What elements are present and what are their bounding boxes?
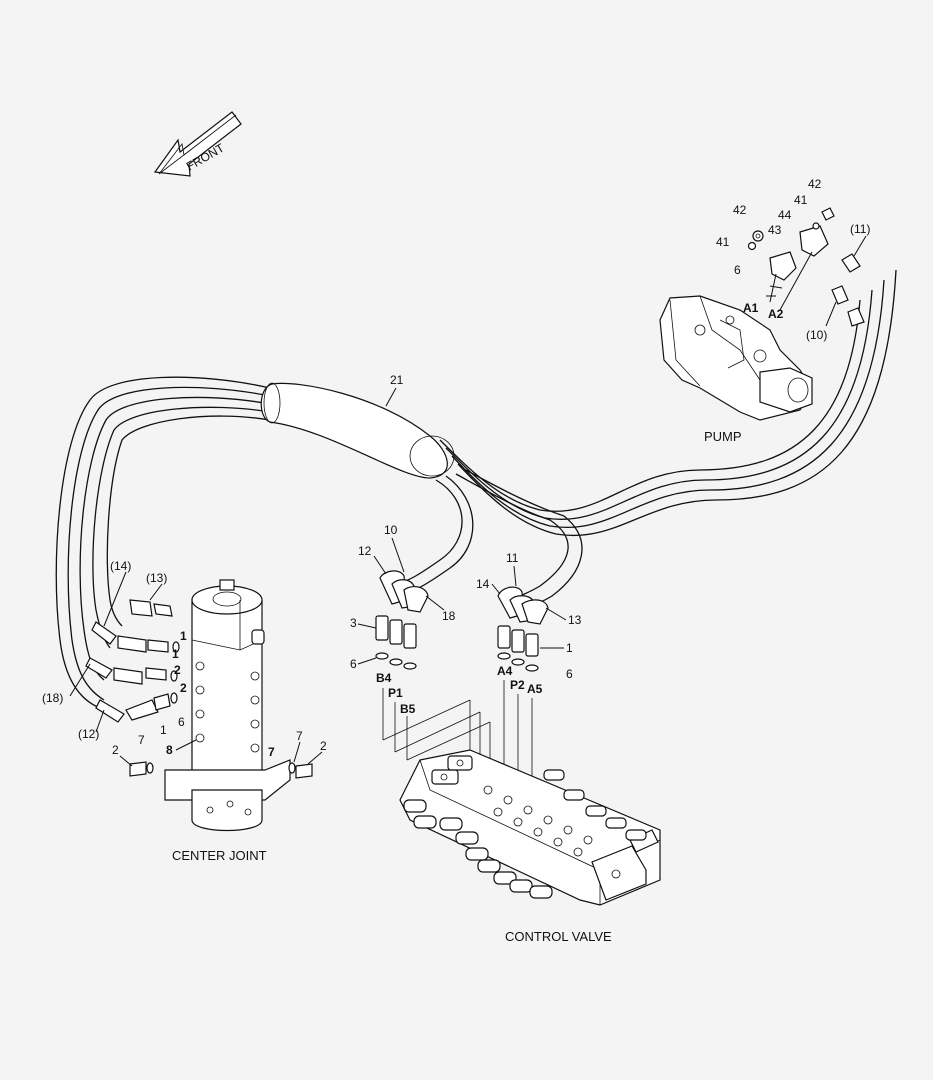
center-joint (164, 579, 291, 832)
callout-41-a: 41 (716, 235, 730, 249)
control-valve (399, 749, 661, 906)
port-A1: A1 (743, 301, 759, 315)
callout-cj-2c: 2 (112, 743, 119, 757)
callout-cj-2a: 2 (174, 663, 181, 677)
fittings-left (375, 570, 429, 670)
valve-spools (403, 769, 647, 899)
callout-13: 13 (568, 613, 582, 627)
callout-cj-2d: 2 (320, 739, 327, 753)
callout-10: 10 (384, 523, 398, 537)
callout-41-b: 41 (794, 193, 808, 207)
callout-6-pump: 6 (734, 263, 741, 277)
callout-14: 14 (476, 577, 490, 591)
callout-cj-12: (12) (78, 727, 99, 741)
pump-fittings (747, 207, 865, 327)
callout-43: 43 (768, 223, 782, 237)
callout-1-right: 1 (566, 641, 573, 655)
port-B4: B4 (376, 671, 392, 685)
callout-42-a: 42 (733, 203, 747, 217)
port-A5: A5 (527, 682, 543, 696)
callout-11: 11 (506, 551, 519, 565)
callout-cj-1a: 1 (180, 629, 187, 643)
callout-6-left: 6 (350, 657, 357, 671)
callout-10-pump: (10) (806, 328, 827, 342)
callout-cj-14: (14) (110, 559, 131, 573)
port-A2: A2 (768, 307, 784, 321)
callout-42-b: 42 (808, 177, 822, 191)
callout-cj-7c: 7 (296, 729, 303, 743)
callout-cj-6: 6 (178, 715, 185, 729)
fittings-right (497, 586, 549, 672)
port-P1: P1 (388, 686, 403, 700)
callout-cj-7a: 7 (138, 733, 145, 747)
pump (659, 295, 813, 421)
callout-cj-1c: 1 (160, 723, 167, 737)
valve-ports (483, 785, 593, 857)
control-valve-label: CONTROL VALVE (505, 929, 612, 944)
callout-cj-8: 8 (166, 743, 173, 757)
callout-6-right: 6 (566, 667, 573, 681)
center-joint-fittings (85, 599, 313, 779)
port-B5: B5 (400, 702, 416, 716)
callout-11-pump: (11) (850, 222, 870, 236)
port-A4: A4 (497, 664, 513, 678)
callout-cj-18: (18) (42, 691, 63, 705)
callout-12: 12 (358, 544, 372, 558)
callout-cj-1b: 1 (172, 647, 179, 661)
callout-18: 18 (442, 609, 456, 623)
callout-cj-13: (13) (146, 571, 167, 585)
callout-cj-2b: 2 (180, 681, 187, 695)
port-P2: P2 (510, 678, 525, 692)
hose-bundle (55, 269, 897, 709)
callout-cj-7b: 7 (268, 745, 275, 759)
center-joint-label: CENTER JOINT (172, 848, 267, 863)
pump-label: PUMP (704, 429, 742, 444)
callout-21: 21 (390, 373, 404, 387)
callout-3: 3 (350, 616, 357, 630)
callout-44: 44 (778, 208, 792, 222)
front-arrow: FRONT (153, 111, 242, 177)
